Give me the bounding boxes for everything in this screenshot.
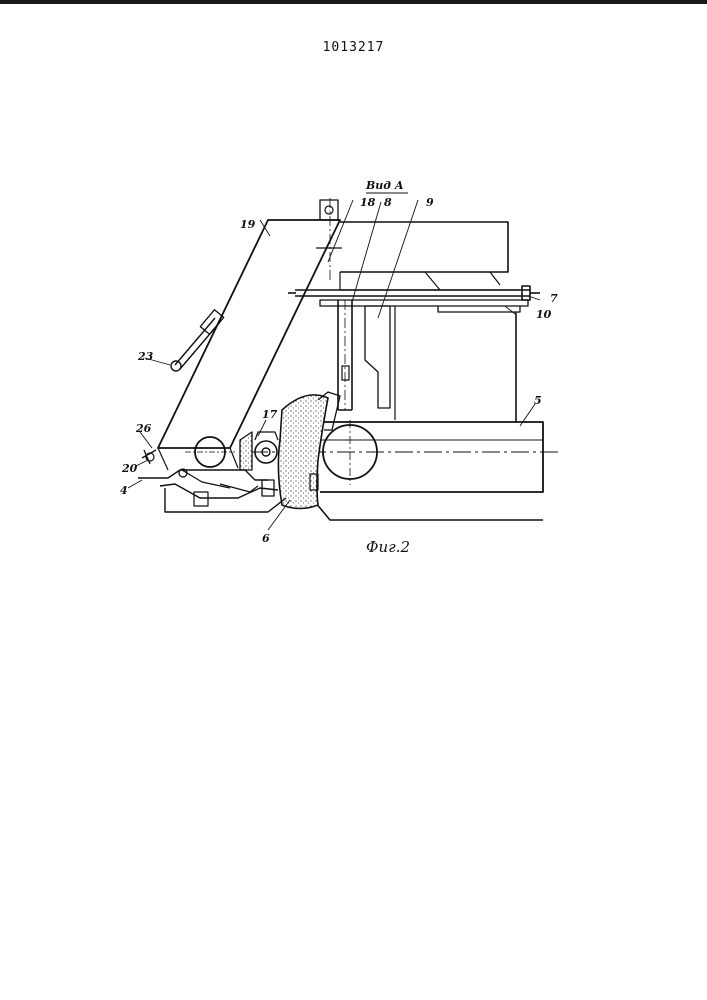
callout-18: 18: [360, 196, 376, 209]
callout-26: 26: [135, 422, 152, 435]
screw-rod: [295, 290, 530, 296]
callout-20: 20: [121, 462, 138, 475]
small-abrasive: [240, 432, 252, 470]
screw-nut: [522, 286, 530, 300]
callout-19: 19: [240, 218, 256, 231]
upper-frame: [340, 222, 508, 272]
handle-knob: [171, 361, 181, 371]
top-clamp: [320, 200, 338, 220]
callout-4: 4: [120, 484, 128, 497]
callout-6: 6: [262, 532, 270, 545]
callout-7: 7: [550, 292, 558, 305]
main-beam: [320, 422, 543, 492]
post-slot: [342, 366, 349, 380]
lower-arm: [138, 470, 268, 480]
callout-9: 9: [426, 196, 434, 209]
view-label: Вид А: [365, 179, 404, 192]
frame-step: [340, 272, 520, 290]
callout-10: 10: [536, 308, 552, 321]
bracket: [365, 306, 390, 408]
figure-caption: Фиг.2: [366, 538, 410, 556]
callout-23: 23: [137, 350, 154, 363]
handle-lever: [175, 318, 220, 369]
callout-17: 17: [262, 408, 278, 421]
callout-8: 8: [384, 196, 392, 209]
callout-5: 5: [534, 394, 542, 407]
